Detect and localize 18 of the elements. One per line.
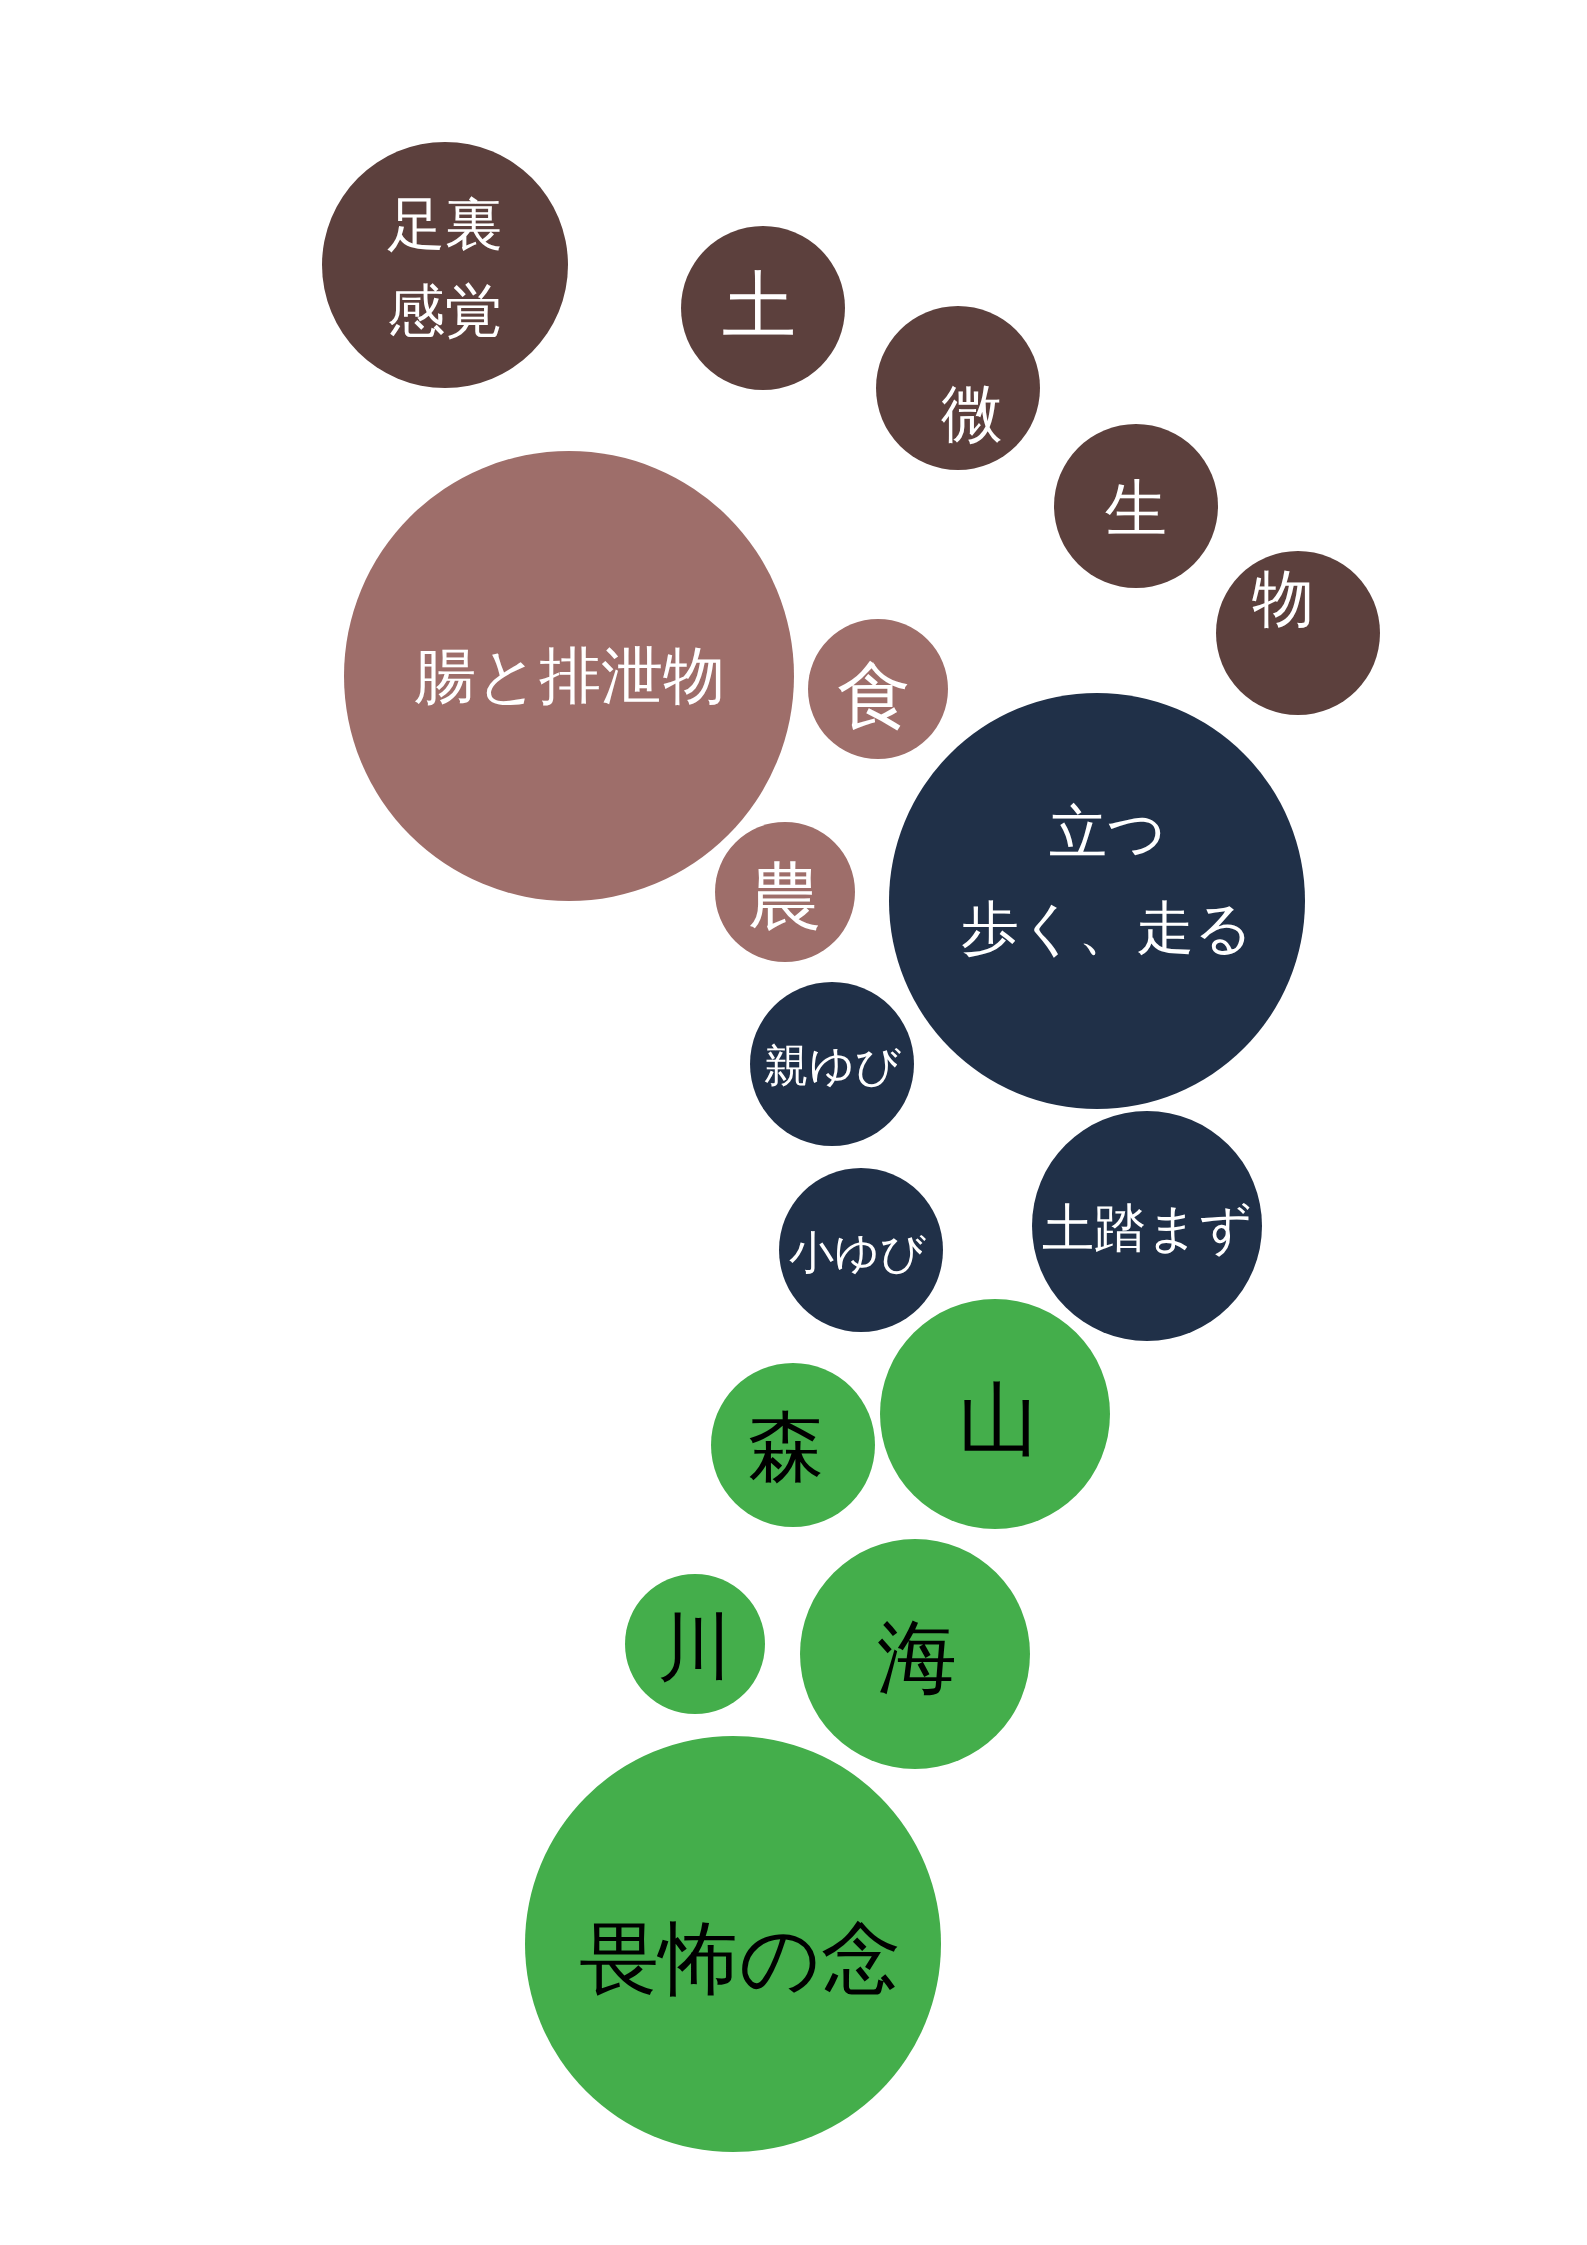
node-label: 食 [837,650,911,740]
node-label: 森 [748,1401,824,1493]
node-label: 土 [722,260,796,350]
node-label: 立つ [1047,797,1167,869]
node-label: 土踏まず [1042,1196,1252,1260]
node-label: 生 [1105,471,1167,547]
node-label: 農 [748,851,822,941]
node-label: 小ゆび [788,1226,926,1280]
node-label: 足裏感覚 [386,189,504,347]
node-label: 腸と排泄物 [413,638,725,714]
node-label: 川 [658,1602,732,1692]
node-label: 畏怖の念 [579,1911,901,2007]
node-label: 物 [1252,561,1314,637]
node-label: 微 [941,376,1003,452]
node-label: 山 [958,1372,1038,1468]
node-label: 歩く、走る [961,893,1253,964]
node-label: 海 [877,1610,957,1706]
node-label: 親ゆび [763,1039,901,1093]
